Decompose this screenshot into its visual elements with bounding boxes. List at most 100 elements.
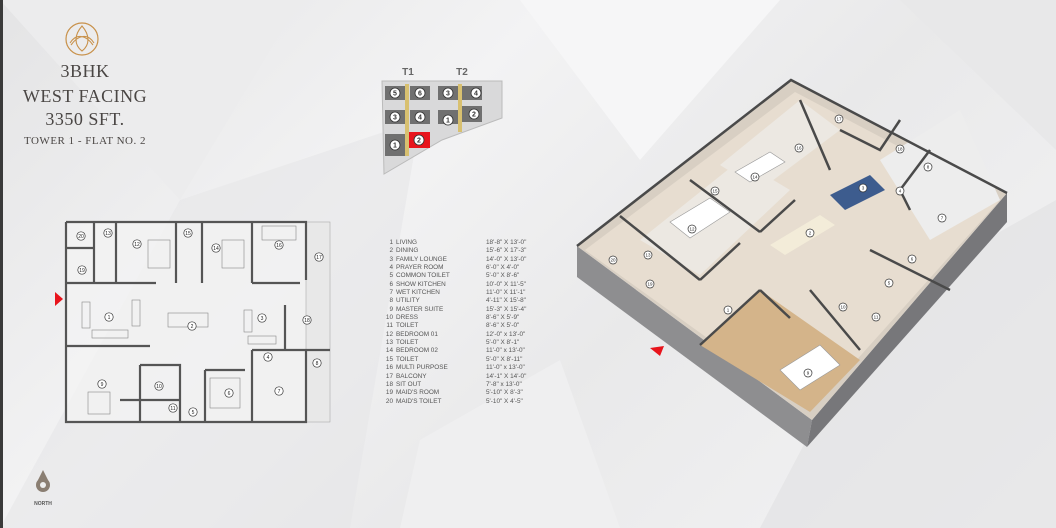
legend-number: 18 — [385, 380, 393, 388]
room-number-marker: 9 — [97, 379, 107, 389]
room-number-marker: 10 — [154, 381, 164, 391]
legend-number: 19 — [385, 389, 393, 397]
svg-text:1: 1 — [393, 143, 397, 150]
legend-room-name: LIVING — [396, 239, 417, 246]
legend-room-size: 5'-10" X 4'-5" — [486, 397, 523, 405]
room-number: 13 — [645, 253, 651, 258]
svg-text:4: 4 — [418, 115, 422, 122]
room-number-marker: 3 — [858, 183, 868, 193]
room-number: 8 — [927, 165, 930, 170]
flat-marker[interactable]: 1 — [389, 139, 401, 151]
legend-room-name: PRAYER ROOM — [396, 264, 444, 272]
room-number-marker: 1 — [723, 305, 733, 315]
flat-marker[interactable]: 3 — [442, 87, 454, 99]
legend-room-size: 5'-0" X 8'-6" — [486, 272, 520, 280]
north-compass: NORTH — [28, 470, 58, 507]
room-number-marker: 7 — [274, 386, 284, 396]
room-number: 5 — [888, 281, 891, 286]
room-number: 1 — [727, 308, 730, 313]
room-number-marker: 19 — [645, 279, 655, 289]
room-number: 6 — [228, 391, 231, 397]
legend-number: 6 — [389, 280, 393, 288]
room-number-marker: 15 — [710, 186, 720, 196]
legend-number: 2 — [389, 247, 393, 255]
room-number: 16 — [796, 146, 802, 151]
legend-number: 7 — [389, 289, 393, 297]
room-number: 12 — [134, 242, 140, 248]
room-number-marker: 13 — [103, 228, 113, 238]
room-number-marker: 6 — [907, 254, 917, 264]
brand-logo-icon — [65, 22, 99, 56]
svg-text:4: 4 — [474, 91, 478, 98]
flat-marker[interactable]: 1 — [442, 114, 454, 126]
legend-room-size: 4'-11" X 15'-8" — [486, 297, 526, 305]
room-number-marker: 12 — [132, 239, 142, 249]
room-number: 7 — [941, 216, 944, 221]
room-number-marker: 18 — [302, 315, 312, 325]
room-number: 18 — [304, 318, 310, 324]
north-arrow-icon — [36, 470, 50, 492]
room-number: 3 — [862, 186, 865, 191]
flat-marker[interactable]: 3 — [389, 111, 401, 123]
flat-marker[interactable]: 4 — [470, 87, 482, 99]
room-number-marker: 2 — [805, 228, 815, 238]
legend-room-name: DRESS — [396, 314, 419, 322]
room-number: 11 — [170, 406, 175, 412]
legend-room-name: MASTER SUITE — [396, 305, 444, 313]
legend-number: 10 — [385, 314, 393, 322]
room-number: 2 — [191, 324, 194, 330]
flat-marker[interactable]: 5 — [389, 87, 401, 99]
svg-text:2: 2 — [472, 112, 476, 119]
legend-room-size: 14'-0" X 13'-0" — [486, 255, 527, 263]
room-number-marker: 6 — [224, 388, 234, 398]
legend-number: 3 — [389, 255, 393, 263]
entry-marker-3d — [650, 346, 664, 356]
room-number-marker: 5 — [884, 278, 894, 288]
legend-room-size: 11'-0" x 13'-0" — [486, 364, 525, 372]
legend-number: 14 — [385, 347, 393, 355]
room-number: 15 — [712, 189, 718, 194]
room-number-marker: 16 — [794, 143, 804, 153]
room-number-marker: 1 — [104, 312, 114, 322]
room-number: 2 — [809, 231, 812, 236]
room-number-marker: 5 — [188, 407, 198, 417]
room-number-marker: 12 — [687, 224, 697, 234]
legend-room-name: BALCONY — [396, 372, 427, 380]
room-number-marker: 13 — [643, 250, 653, 260]
room-number-marker: 11 — [871, 312, 881, 322]
legend-room-name: COMMON TOILET — [396, 272, 450, 280]
room-number: 14 — [213, 246, 219, 252]
flat-marker[interactable]: 2 — [468, 108, 480, 120]
legend-number: 15 — [385, 355, 393, 363]
flat-marker[interactable]: 6 — [414, 87, 426, 99]
flat-marker-selected[interactable]: 2 — [413, 134, 425, 146]
room-number-marker: 4 — [263, 352, 273, 362]
svg-text:6: 6 — [418, 91, 422, 98]
room-number-marker: 17 — [314, 252, 324, 262]
room-number: 14 — [752, 175, 758, 180]
room-number: 1 — [108, 315, 111, 321]
legend-room-name: BEDROOM 02 — [396, 347, 438, 355]
legend-number: 8 — [389, 297, 393, 305]
room-number: 10 — [840, 305, 846, 310]
room-number: 17 — [836, 117, 842, 122]
room-number-marker: 9 — [803, 368, 813, 378]
legend-room-name: TOILET — [396, 355, 419, 363]
room-number: 20 — [610, 258, 616, 263]
flat-marker[interactable]: 4 — [414, 111, 426, 123]
room-number: 7 — [278, 389, 281, 395]
room-number: 13 — [105, 231, 111, 237]
room-number-marker: 4 — [895, 186, 905, 196]
